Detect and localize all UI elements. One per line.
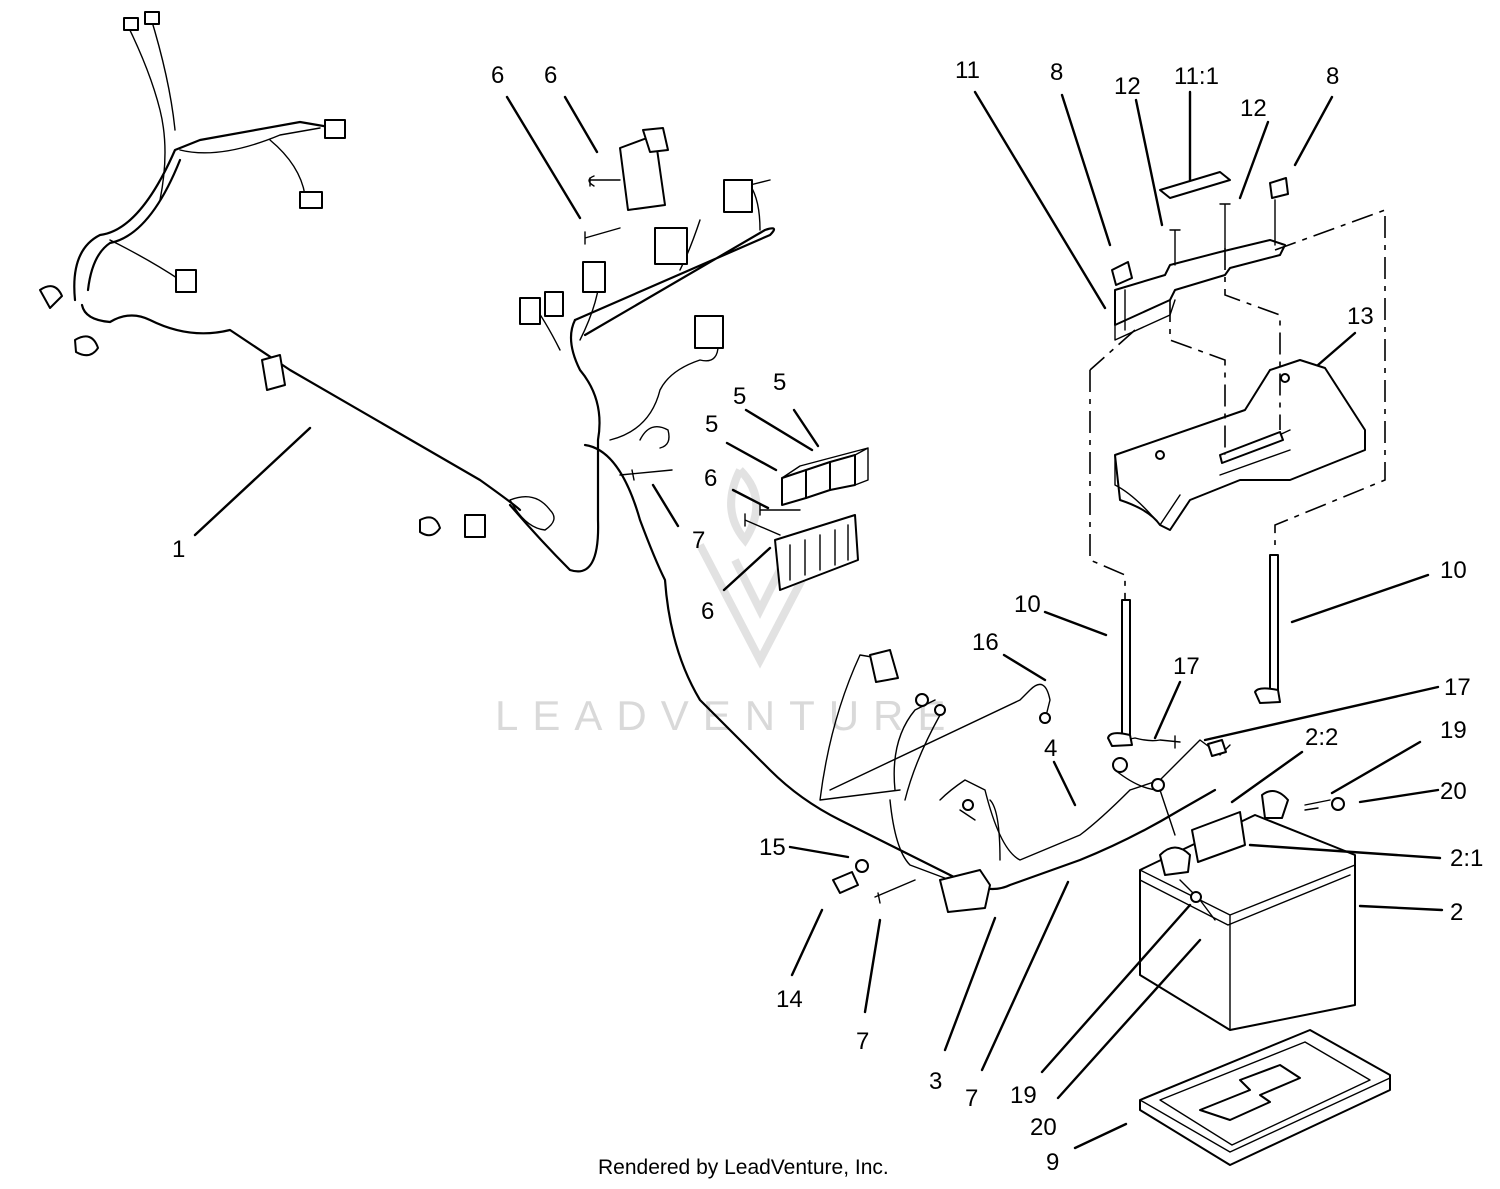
- callout-11-1: 11:1: [1174, 63, 1219, 90]
- callout-8: 8: [1326, 63, 1339, 90]
- callout-10: 10: [1440, 557, 1467, 584]
- callout-6: 6: [544, 62, 557, 89]
- callout-5: 5: [733, 383, 746, 410]
- callout-6: 6: [701, 598, 714, 625]
- relays-and-fuse-block: [619, 447, 869, 591]
- callout-12: 12: [1240, 95, 1267, 122]
- callout-8: 8: [1050, 59, 1063, 86]
- callout-2-2: 2:2: [1305, 724, 1338, 751]
- screws-top: [584, 175, 621, 245]
- callout-9: 9: [1046, 1149, 1059, 1176]
- callout-16: 16: [972, 629, 999, 656]
- callout-7: 7: [692, 527, 705, 554]
- center-harness: [508, 127, 1217, 891]
- callout-1: 1: [172, 536, 185, 563]
- callout-6: 6: [491, 62, 504, 89]
- callout-17: 17: [1173, 653, 1200, 680]
- callout-3: 3: [929, 1068, 942, 1095]
- callout-13: 13: [1347, 303, 1374, 330]
- main-wire-harness: [39, 11, 555, 538]
- assembly-lines: [1089, 208, 1386, 600]
- callout-4: 4: [1044, 735, 1057, 762]
- callout-2: 2: [1450, 899, 1463, 926]
- callout-11: 11: [955, 57, 980, 84]
- footer-credit: Rendered by LeadVenture, Inc.: [598, 1156, 889, 1179]
- callout-20: 20: [1440, 778, 1467, 805]
- callout-19: 19: [1010, 1082, 1037, 1109]
- battery-cover: [1114, 359, 1366, 531]
- callout-7: 7: [856, 1028, 869, 1055]
- callout-5: 5: [773, 369, 786, 396]
- battery: [1139, 790, 1356, 1031]
- hold-down-bracket: [1111, 171, 1289, 341]
- battery-cables: [819, 649, 1231, 913]
- watermark: LEADVENTURE: [495, 467, 959, 739]
- callout-20: 20: [1030, 1114, 1057, 1141]
- callout-14: 14: [776, 986, 803, 1013]
- battery-tray: [1139, 1029, 1391, 1166]
- callout-10: 10: [1014, 591, 1041, 618]
- callout-15: 15: [759, 834, 786, 861]
- leader-lines: [193, 90, 1444, 1150]
- callout-19: 19: [1440, 717, 1467, 744]
- callout-6: 6: [704, 465, 717, 492]
- callouts: 1 6 6 5 5 5 6 6 7 11 8 12 11:1 12 8 13 1…: [172, 57, 1483, 1176]
- callout-12: 12: [1114, 73, 1141, 100]
- small-hardware: [832, 735, 1227, 904]
- hold-down-rods: [1107, 554, 1281, 747]
- callout-7: 7: [965, 1085, 978, 1112]
- callout-17: 17: [1444, 674, 1471, 701]
- callout-5: 5: [705, 411, 718, 438]
- callout-2-1: 2:1: [1450, 845, 1483, 872]
- watermark-text: LEADVENTURE: [495, 692, 959, 739]
